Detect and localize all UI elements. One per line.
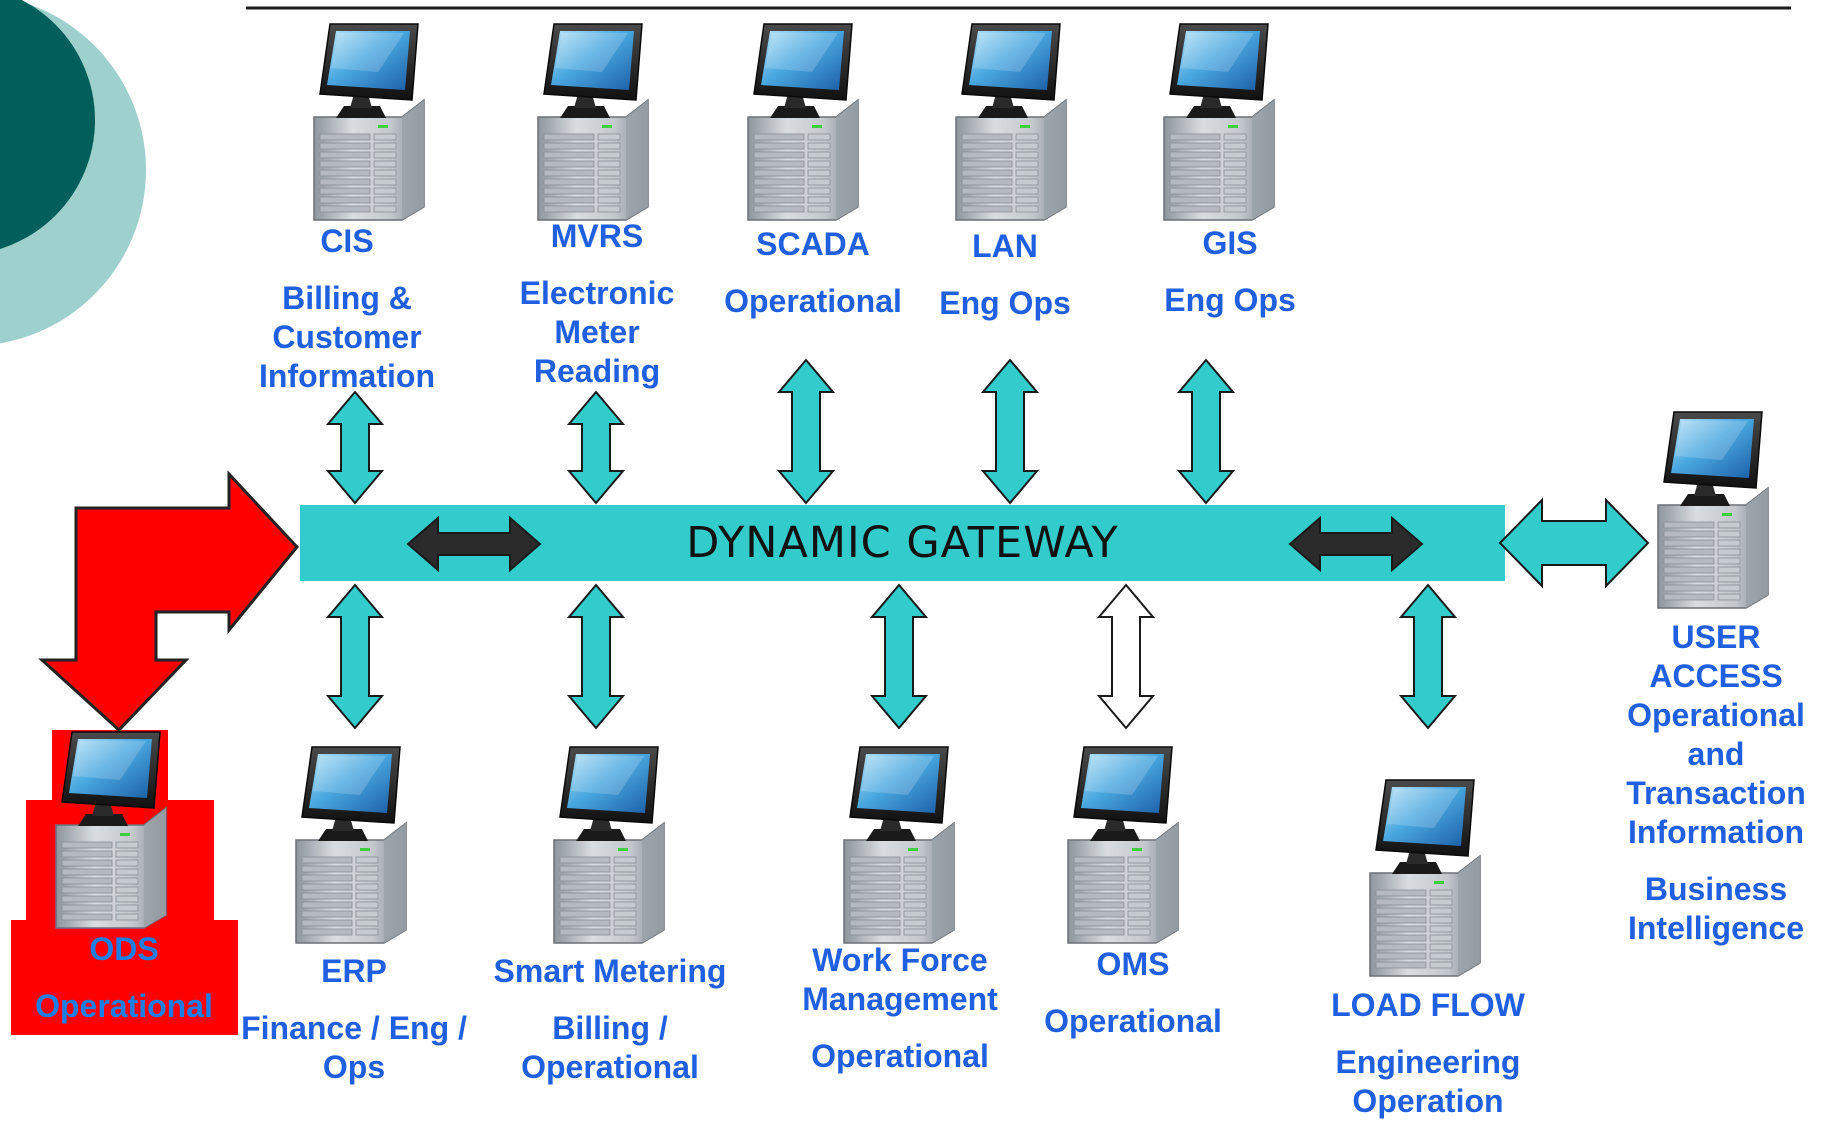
scada-gateway-arrow [776, 358, 836, 505]
mvrs-desc-line-1: Electronic [519, 275, 675, 311]
cis-gateway-arrow [325, 390, 385, 505]
scada-computer-icon [747, 23, 859, 221]
gis-name: GIS [1202, 225, 1258, 261]
smart-metering-computer-icon [553, 746, 665, 944]
cis-desc-line-1: Billing & [282, 280, 412, 316]
ods-computer-icon [55, 731, 167, 929]
erp-name: ERP [321, 953, 387, 989]
decor-circle-dark [0, 0, 95, 249]
user-access-desc-line-2: and [1687, 736, 1745, 772]
gateway-right-dark-arrow [1288, 515, 1424, 573]
oms-gateway-arrow [1096, 583, 1156, 730]
mvrs-label-group: MVRS Electronic Meter Reading [520, 217, 675, 391]
user-access-computer-icon [1657, 411, 1769, 609]
user-access-name-line-2: ACCESS [1649, 658, 1783, 694]
cis-computer-icon [313, 23, 425, 221]
erp-computer-icon [295, 746, 407, 944]
mvrs-gateway-arrow [566, 390, 626, 505]
user-access-desc-line-1: Operational [1627, 697, 1805, 733]
erp-label-group: ERP Finance / Eng / Ops [241, 952, 467, 1087]
erp-desc-line-2: Ops [322, 1049, 386, 1085]
gis-gateway-arrow [1176, 358, 1236, 505]
oms-desc: Operational [1044, 1003, 1222, 1039]
erp-gateway-arrow [325, 583, 385, 730]
oms-computer-icon [1067, 746, 1179, 944]
ods-label-group: ODS Operational [35, 930, 213, 1026]
user-access-desc-line-3: Transaction [1626, 775, 1806, 811]
load-flow-name: LOAD FLOW [1331, 987, 1525, 1023]
decorative-circles [0, 0, 146, 344]
ods-name: ODS [89, 931, 159, 967]
scada-label-group: SCADA Operational [724, 225, 902, 321]
ods-desc: Operational [35, 988, 213, 1024]
smart-metering-name: Smart Metering [493, 953, 727, 989]
connector-arrows [325, 358, 1650, 730]
smart-metering-label-group: Smart Metering Billing / Operational [494, 952, 727, 1087]
scada-name: SCADA [756, 226, 870, 262]
mvrs-desc-line-2: Meter [554, 314, 640, 350]
user-access-name-line-1: USER [1671, 619, 1761, 655]
wfm-name-line-1: Work Force [812, 942, 988, 978]
ods-block-bottom [11, 920, 238, 1035]
lan-computer-icon [955, 23, 1067, 221]
cis-label-group: CIS Billing & Customer Information [259, 222, 435, 396]
load-flow-computer-icon [1369, 779, 1481, 977]
lan-gateway-arrow [980, 358, 1040, 505]
user-access-gateway-arrow [1498, 497, 1650, 589]
user-access-desc-line-4: Information [1628, 814, 1804, 850]
wfm-gateway-arrow [869, 583, 929, 730]
oms-name: OMS [1096, 946, 1170, 982]
mvrs-name: MVRS [550, 218, 644, 254]
cis-name: CIS [320, 223, 374, 259]
erp-desc-line-1: Finance / Eng / [241, 1010, 467, 1046]
user-access-label-group: USER ACCESS Operational and Transaction … [1626, 618, 1806, 948]
mvrs-computer-icon [537, 23, 649, 221]
smart-metering-gateway-arrow [566, 583, 626, 730]
cis-desc-line-2: Customer [272, 319, 422, 355]
wfm-computer-icon [843, 746, 955, 944]
load-flow-label-group: LOAD FLOW Engineering Operation [1331, 986, 1525, 1121]
cis-desc-line-3: Information [259, 358, 435, 394]
lan-desc: Eng Ops [939, 285, 1071, 321]
smart-metering-desc-line-1: Billing / [552, 1010, 668, 1046]
mvrs-desc-line-3: Reading [533, 353, 661, 389]
lan-name: LAN [972, 228, 1038, 264]
load-flow-desc-line-2: Operation [1352, 1083, 1504, 1119]
gateway-left-dark-arrow [406, 515, 542, 573]
wfm-label-group: Work Force Management Operational [802, 941, 998, 1076]
wfm-desc: Operational [811, 1038, 989, 1074]
gis-computer-icon [1163, 23, 1275, 221]
lan-label-group: LAN Eng Ops [939, 227, 1071, 323]
gis-label-group: GIS Eng Ops [1164, 224, 1296, 320]
gateway-label: DYNAMIC GATEWAY [686, 518, 1119, 568]
red-elbow-arrow [38, 470, 299, 733]
user-access-bi-line-1: Business [1644, 871, 1788, 907]
gis-desc: Eng Ops [1164, 282, 1296, 318]
computer-icons [55, 23, 1769, 977]
load-flow-desc-line-1: Engineering [1335, 1044, 1521, 1080]
load-flow-gateway-arrow [1398, 583, 1458, 730]
scada-desc: Operational [724, 283, 902, 319]
wfm-name-line-2: Management [802, 981, 998, 1017]
oms-label-group: OMS Operational [1044, 945, 1222, 1041]
smart-metering-desc-line-2: Operational [521, 1049, 699, 1085]
user-access-bi-line-2: Intelligence [1627, 910, 1805, 946]
